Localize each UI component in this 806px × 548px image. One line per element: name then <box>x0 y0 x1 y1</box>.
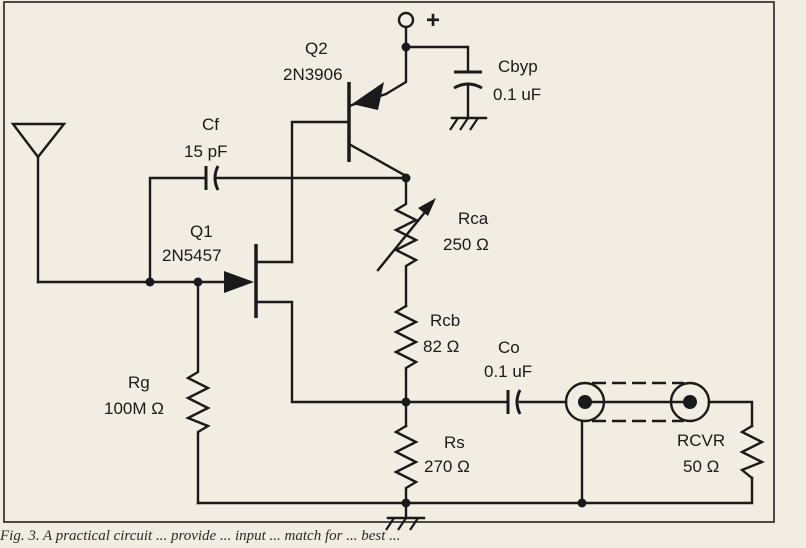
cbyp-capacitor <box>449 70 488 131</box>
co-ref: Co <box>498 338 520 357</box>
shield-junction <box>577 498 587 508</box>
figure-frame <box>3 1 775 523</box>
rg-value: 100M Ω <box>104 399 164 418</box>
supply-junction <box>401 42 411 52</box>
antenna-icon <box>10 122 67 284</box>
co-value: 0.1 uF <box>484 362 532 381</box>
q2-emitter-arrow-icon <box>352 82 384 110</box>
q1-jfet-symbol <box>224 244 408 404</box>
cbyp-ground-icon <box>449 116 488 131</box>
rca-variable-resistor <box>376 176 436 308</box>
rca-adjust-arrow-icon <box>418 198 436 216</box>
cf-capacitor <box>204 165 220 191</box>
cbyp-value: 0.1 uF <box>493 85 541 104</box>
rs-ref: Rs <box>444 433 465 452</box>
feedback-wire <box>148 176 408 284</box>
q1-gate-arrow-icon <box>224 271 254 293</box>
q2-ref: Q2 <box>305 39 328 58</box>
rca-value: 250 Ω <box>443 235 489 254</box>
co-capacitor <box>506 389 522 415</box>
supply-terminal: + <box>397 7 440 34</box>
rcb-value: 82 Ω <box>423 337 459 356</box>
rg-ref: Rg <box>128 373 150 392</box>
cf-value: 15 pF <box>184 142 227 161</box>
figure-caption: Fig. 3. A practical circuit ... provide … <box>0 528 401 544</box>
rcvr-wire <box>196 400 754 505</box>
ground-icon <box>385 501 426 531</box>
rg-resistor <box>185 280 211 505</box>
rs-resistor <box>393 424 419 505</box>
supply-wire <box>384 25 470 96</box>
rcvr-ref: RCVR <box>677 431 725 450</box>
q1-part: 2N5457 <box>162 246 222 265</box>
rcb-ref: Rcb <box>430 311 460 330</box>
rcb-resistor <box>393 304 419 428</box>
q1-ref: Q1 <box>190 222 213 241</box>
q2-transistor-symbol <box>290 82 408 264</box>
supply-plus-label: + <box>426 7 440 34</box>
cf-ref: Cf <box>202 115 219 134</box>
q2-part: 2N3906 <box>283 65 343 84</box>
coax-cable-icon <box>564 381 711 423</box>
rca-ref: Rca <box>458 209 489 228</box>
antenna-junction <box>145 277 155 287</box>
rcvr-resistor <box>739 424 765 480</box>
rcvr-value: 50 Ω <box>683 457 719 476</box>
cbyp-ref: Cbyp <box>498 57 538 76</box>
rs-value: 270 Ω <box>424 457 470 476</box>
